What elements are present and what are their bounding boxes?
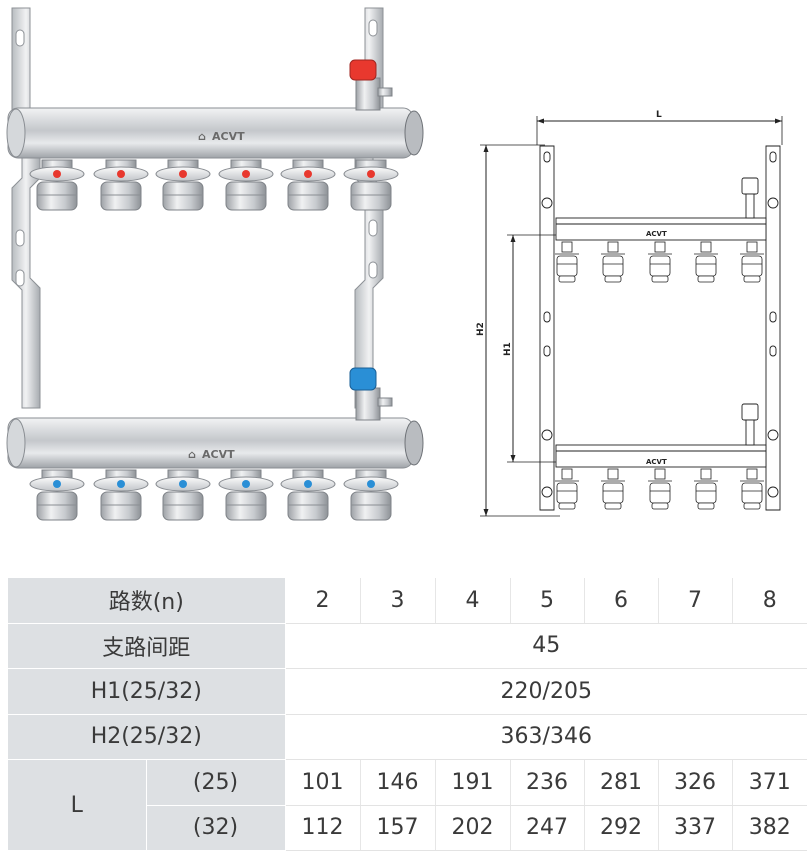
dimension-H1-label: H1 <box>503 342 513 356</box>
drawing-bracket-left <box>539 145 555 511</box>
label-l: L <box>8 759 147 851</box>
cold-outlet-group <box>29 469 399 521</box>
drawing-upper-outlet-3 <box>648 241 672 283</box>
dimension-H2: H2 <box>476 144 560 517</box>
cell-l32-2: 202 <box>434 805 510 851</box>
row-branch-count: 路数(n) 2 3 4 5 6 7 8 <box>8 578 807 624</box>
row-h1: H1(25/32) 220/205 <box>8 668 807 715</box>
row-l-32: (32) 112 157 202 247 292 337 382 <box>8 805 807 851</box>
hot-outlet-1 <box>29 159 85 211</box>
label-l-32: (32) <box>146 805 286 851</box>
cold-outlet-4 <box>218 469 274 521</box>
return-manifold-bar: ⌂ ACVT <box>6 417 424 469</box>
handle-indicator-icon <box>367 480 375 488</box>
drawing-lower-bar: ACVT <box>555 403 767 468</box>
cell-n-2: 4 <box>434 578 510 624</box>
technical-drawing: L H2 H1 ACVT <box>476 110 783 517</box>
cell-l32-6: 382 <box>731 805 807 851</box>
cell-h2: 363/346 <box>284 714 807 760</box>
cell-h1: 220/205 <box>284 668 807 715</box>
label-branch-spacing: 支路间距 <box>8 623 286 669</box>
cell-n-1: 3 <box>359 578 435 624</box>
cell-l25-2: 191 <box>434 759 510 806</box>
row-h2: H2(25/32) 363/346 <box>8 714 807 760</box>
brand-text-top: ACVT <box>212 130 245 143</box>
cold-vent-valve <box>349 367 393 421</box>
cell-n-3: 5 <box>509 578 584 624</box>
cell-l25-5: 326 <box>657 759 732 806</box>
hot-outlet-group <box>29 159 399 211</box>
row-branch-spacing: 支路间距 45 <box>8 623 807 669</box>
supply-manifold-bar: ⌂ ACVT <box>6 107 424 159</box>
drawing-brand-lower: ACVT <box>646 458 667 466</box>
handle-indicator-icon <box>179 480 187 488</box>
cell-n-5: 7 <box>657 578 732 624</box>
handle-indicator-icon <box>242 170 250 178</box>
label-h1: H1(25/32) <box>8 668 286 715</box>
drawing-brand-upper: ACVT <box>646 230 667 238</box>
dimension-L: L <box>536 110 783 145</box>
brand-logo-bottom: ⌂ <box>188 448 196 461</box>
cell-n-6: 8 <box>731 578 807 624</box>
dimension-H2-label: H2 <box>476 322 486 336</box>
hot-vent-valve <box>349 59 393 111</box>
label-l-25: (25) <box>146 759 286 806</box>
drawing-upper-outlet-2 <box>601 241 625 283</box>
handle-indicator-icon <box>304 170 312 178</box>
drawing-upper-bar: ACVT <box>555 177 767 241</box>
cold-outlet-2 <box>93 469 149 521</box>
drawing-bracket-right <box>765 145 781 511</box>
handle-indicator-icon <box>53 480 61 488</box>
cell-l25-6: 371 <box>731 759 807 806</box>
drawing-upper-outlet-5 <box>740 241 764 283</box>
manifold-photo: ⌂ ACVT ⌂ ACVT <box>6 7 424 521</box>
mounting-bracket-left <box>11 7 41 409</box>
row-l-25: L (25) 101 146 191 236 281 326 371 <box>8 759 807 851</box>
drawing-lower-outlet-5 <box>740 468 764 510</box>
drawing-lower-outlet-2 <box>601 468 625 510</box>
hot-outlet-2 <box>93 159 149 211</box>
dimension-L-label: L <box>656 110 662 120</box>
drawing-outlets-lower <box>555 468 764 510</box>
cold-outlet-1 <box>29 469 85 521</box>
cell-l25-3: 236 <box>509 759 584 806</box>
cell-l25-4: 281 <box>583 759 658 806</box>
handle-indicator-icon <box>179 170 187 178</box>
drawing-lower-outlet-3 <box>648 468 672 510</box>
hot-outlet-6 <box>343 159 399 211</box>
dimension-H1: H1 <box>503 234 560 463</box>
cell-n-4: 6 <box>583 578 658 624</box>
cell-l32-5: 337 <box>657 805 732 851</box>
drawing-lower-outlet-1 <box>555 468 579 510</box>
drawing-upper-outlet-4 <box>694 241 718 283</box>
spec-table: 路数(n) 2 3 4 5 6 7 8 支路间距 45 H1(25/32) 22… <box>8 578 807 851</box>
cell-l32-3: 247 <box>509 805 584 851</box>
handle-indicator-icon <box>242 480 250 488</box>
label-branch-count: 路数(n) <box>8 578 286 624</box>
cell-l25-0: 101 <box>284 759 360 806</box>
cell-l32-0: 112 <box>284 805 360 851</box>
handle-indicator-icon <box>304 480 312 488</box>
handle-indicator-icon <box>117 480 125 488</box>
cold-outlet-3 <box>155 469 211 521</box>
hot-outlet-3 <box>155 159 211 211</box>
cold-outlet-6 <box>343 469 399 521</box>
hot-outlet-4 <box>218 159 274 211</box>
hot-outlet-5 <box>280 159 336 211</box>
cell-n-0: 2 <box>284 578 360 624</box>
cell-branch-spacing: 45 <box>284 623 807 669</box>
cold-outlet-5 <box>280 469 336 521</box>
drawing-upper-outlet-1 <box>555 241 579 283</box>
label-h2: H2(25/32) <box>8 714 286 760</box>
drawing-outlets-upper <box>555 241 764 283</box>
handle-indicator-icon <box>367 170 375 178</box>
brand-text-bottom: ACVT <box>202 448 235 461</box>
cell-l32-4: 292 <box>583 805 658 851</box>
brand-logo-top: ⌂ <box>198 130 206 143</box>
drawing-lower-outlet-4 <box>694 468 718 510</box>
handle-indicator-icon <box>53 170 61 178</box>
handle-indicator-icon <box>117 170 125 178</box>
cell-l32-1: 157 <box>359 805 435 851</box>
cell-l25-1: 146 <box>359 759 435 806</box>
